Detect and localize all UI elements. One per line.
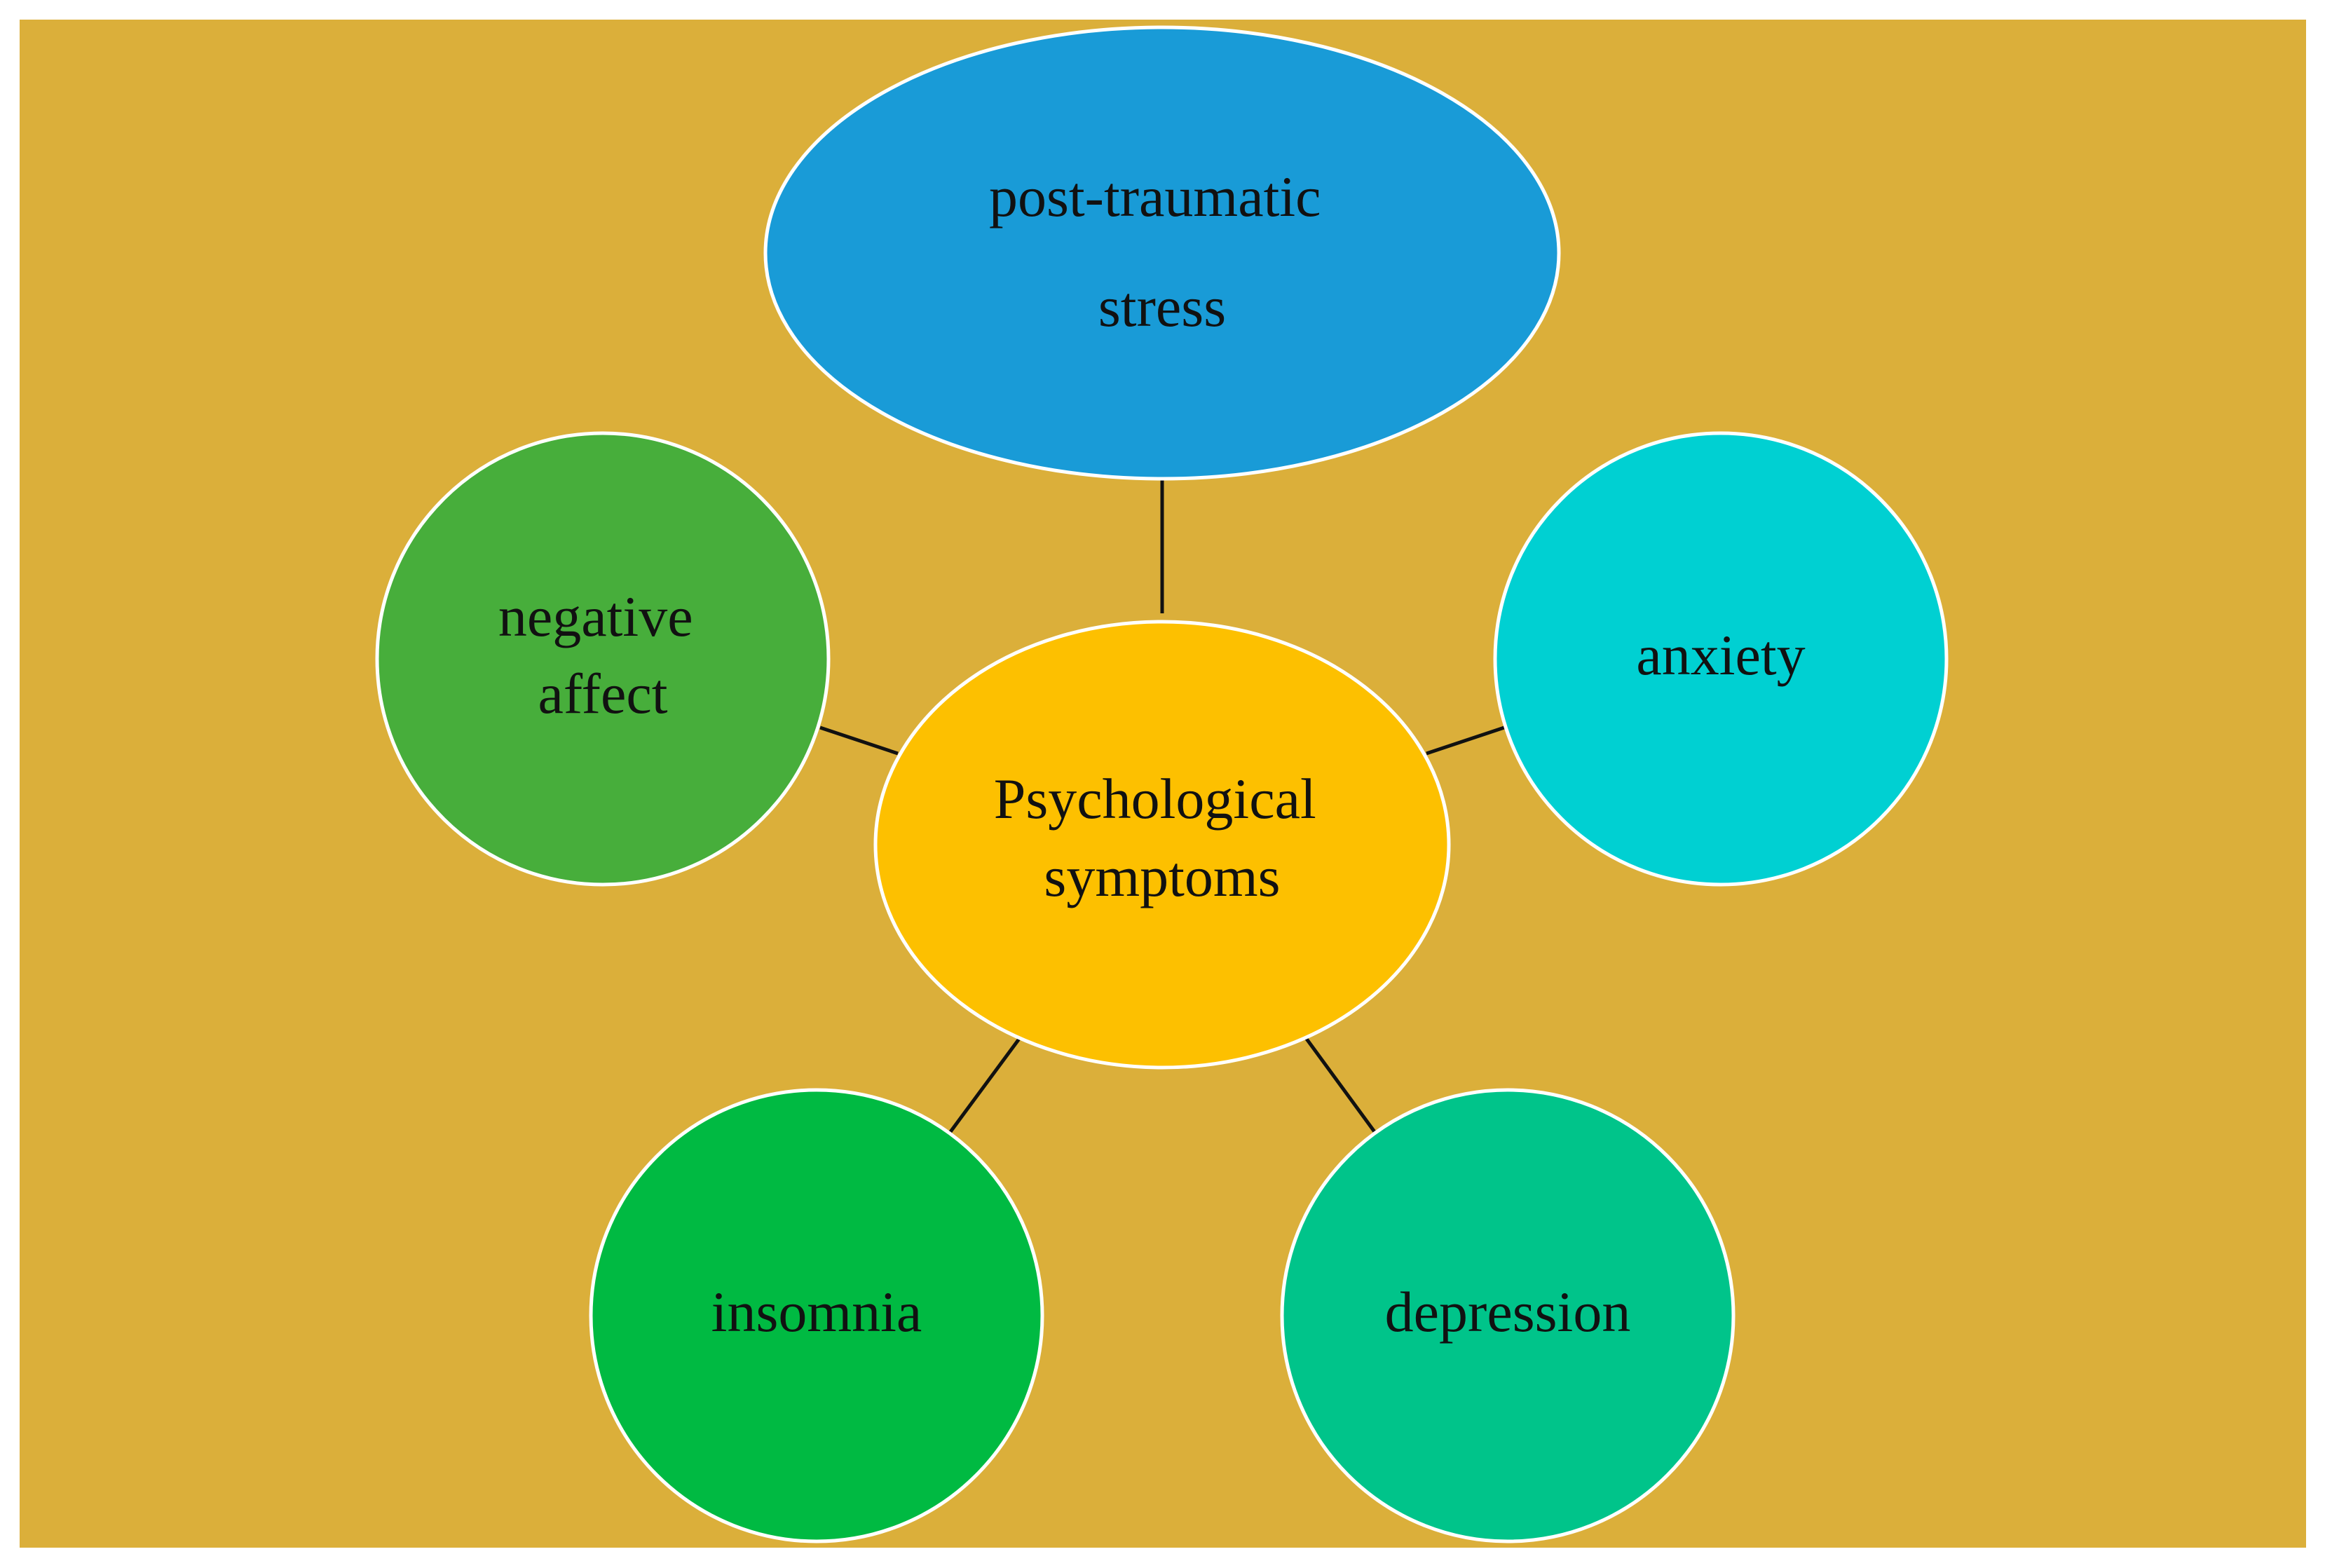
svg-text:negative affect: negative affect (498, 585, 707, 725)
connector-anxiety (1426, 725, 1505, 756)
connector-depression (1302, 1035, 1377, 1134)
node-anxiety-line-1: anxiety (1636, 623, 1805, 687)
node-post-traumatic-stress-line-2: stress (1098, 275, 1226, 339)
node-psychological-symptoms: Psychological symptoms (873, 620, 1451, 1070)
svg-text:anxiety: anxiety (1636, 623, 1805, 687)
svg-text:insomnia: insomnia (711, 1280, 922, 1344)
connector-negative-affect (819, 725, 899, 756)
node-negative-affect-line-1: negative (498, 585, 693, 648)
node-anxiety: anxiety (1493, 431, 1949, 887)
node-insomnia: insomnia (589, 1088, 1044, 1543)
node-insomnia-line-1: insomnia (711, 1280, 922, 1344)
node-negative-affect-line-2: affect (538, 662, 667, 725)
node-post-traumatic-stress-line-1: post-traumatic (989, 165, 1321, 229)
node-negative-affect: negative affect (375, 431, 831, 887)
node-post-traumatic-stress: post-traumatic stress (763, 25, 1561, 481)
svg-text:depression: depression (1385, 1280, 1631, 1344)
node-depression-line-1: depression (1385, 1280, 1631, 1344)
center-line-2: symptoms (1044, 845, 1280, 908)
node-depression: depression (1280, 1088, 1736, 1543)
connector-insomnia (948, 1035, 1023, 1134)
svg-text:post-traumatic stress: post-traumatic stress (989, 165, 1335, 339)
center-line-1: Psychological (994, 767, 1316, 831)
svg-text:Psychological symptoms: Psychological symptoms (994, 767, 1331, 908)
